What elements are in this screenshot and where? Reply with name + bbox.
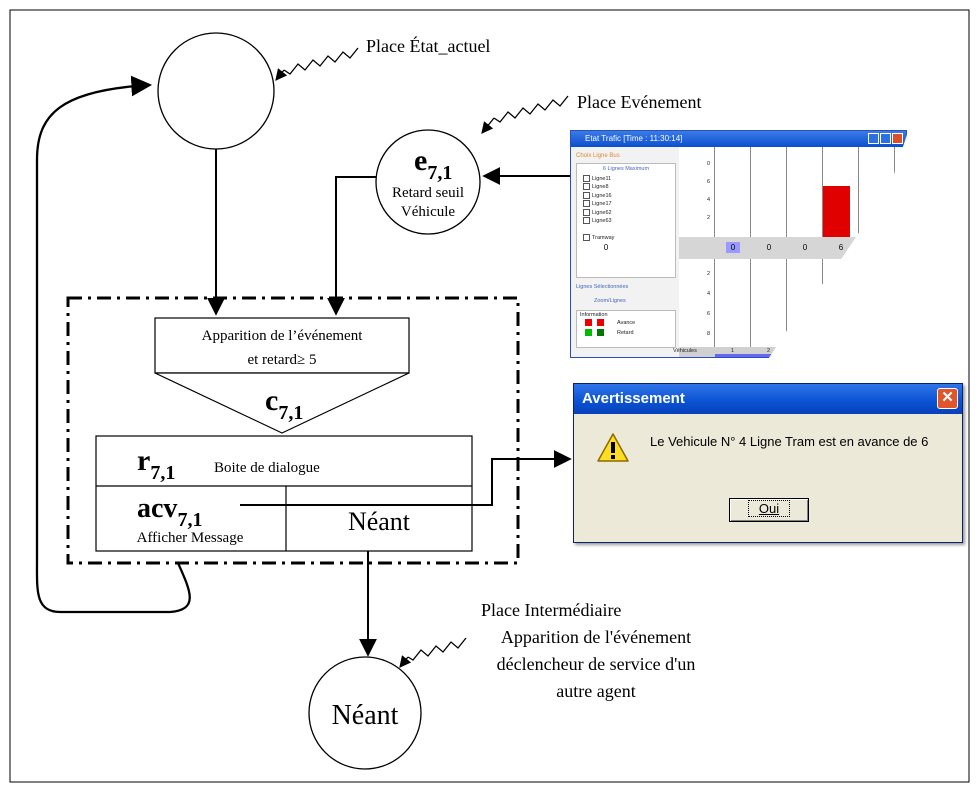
- warning-icon: [597, 433, 629, 462]
- event-place-symbol: e7,1: [414, 144, 452, 184]
- intermediate-place-node: [308, 656, 422, 770]
- intermediate-line3: autre agent: [556, 681, 635, 701]
- y-tick-down-3: 8: [707, 331, 711, 337]
- advance-bar: [823, 186, 850, 237]
- neant-cell-label: Néant: [348, 507, 411, 536]
- y-tick-up-0: 0: [707, 161, 711, 167]
- loop-arc: [35, 75, 191, 614]
- condition-triangle: [154, 372, 410, 434]
- rule-table: [95, 435, 473, 552]
- dialog-title: Avertissement: [582, 390, 685, 407]
- y-tick-up-1: 6: [707, 179, 711, 185]
- event-place-line2: Véhicule: [401, 204, 455, 220]
- y-tick-up-3: 2: [707, 215, 711, 221]
- row-value-2: 0: [766, 243, 772, 252]
- rule-label: Boite de dialogue: [214, 460, 320, 476]
- ok-button-label: Oui: [747, 500, 791, 517]
- condition-line2: et retard≥ 5: [247, 352, 316, 368]
- place-etat-label: Place État_actuel: [366, 35, 490, 56]
- zigzag-etat: [283, 47, 359, 75]
- traffic-title: Etat Trafic [Time : 11:30:14]: [585, 134, 683, 143]
- condition-symbol: c7,1: [265, 384, 303, 424]
- condition-line1: Apparition de l’événement: [202, 328, 364, 344]
- figure-frame: [9, 9, 970, 783]
- advance-label: Avance: [617, 320, 636, 326]
- row-value-4: 6: [838, 243, 844, 252]
- info-label: Information: [580, 312, 608, 318]
- action-symbol: acv7,1: [137, 493, 202, 531]
- x-axis-highlight: [715, 354, 785, 357]
- minimize-icon[interactable]: [868, 133, 879, 144]
- row-value-0: 0: [603, 243, 609, 252]
- arc-event-to-condition: [327, 176, 376, 316]
- intermediate-line2: déclencheur de service d'un: [497, 654, 696, 674]
- traffic-left-panel: Choix Ligne Bus 6 Lignes Maximum Ligne11…: [576, 153, 676, 348]
- max-label: 6 Lignes Maximum: [602, 166, 650, 172]
- rule-symbol: r7,1: [137, 444, 175, 484]
- zigzag-evenement: [493, 95, 569, 123]
- y-tick-down-2: 6: [707, 311, 711, 317]
- event-place-node: [375, 129, 481, 235]
- maximize-icon[interactable]: [880, 133, 891, 144]
- condition-box: [154, 317, 410, 374]
- zoom-button[interactable]: Zoom/Lignes: [594, 298, 626, 304]
- traffic-titlebar: Etat Trafic [Time : 11:30:14]: [571, 131, 906, 147]
- late-label: Retard: [617, 330, 634, 336]
- intermediate-title: Place Intermédiaire: [481, 600, 621, 620]
- arc-action-to-dialog: [240, 450, 572, 506]
- line-checkbox-4[interactable]: Ligne62: [577, 209, 675, 217]
- close-icon[interactable]: [892, 133, 903, 144]
- line-checkbox-0[interactable]: Ligne11: [577, 175, 675, 183]
- vehicles-label: Véhicules: [673, 348, 697, 354]
- dialog-titlebar: Avertissement ✕: [574, 384, 962, 414]
- line-checkbox-3[interactable]: Ligne17: [577, 200, 675, 208]
- x-tick-0: 1: [731, 348, 735, 354]
- ok-button[interactable]: Oui: [729, 498, 809, 522]
- place-evenement-label: Place Evénement: [577, 92, 701, 112]
- x-tick-1: 2: [767, 348, 771, 354]
- group-title: Choix Ligne Bus: [576, 153, 620, 159]
- intermediate-node-label: Néant: [332, 700, 399, 731]
- y-tick-down-0: 2: [707, 271, 711, 277]
- y-tick-down-1: 4: [707, 291, 711, 297]
- lines-group: 6 Lignes Maximum Ligne11 Ligne8 Ligne16 …: [576, 163, 676, 278]
- line-checkbox-5[interactable]: Ligne63: [577, 217, 675, 225]
- selected-lines-label: Lignes Sélectionnées: [576, 284, 629, 290]
- row-value-3: 0: [802, 243, 808, 252]
- row-value-1: 0: [726, 242, 740, 253]
- place-etat-actuel-node: [157, 32, 275, 150]
- warning-dialog: Avertissement ✕ Le Vehicule N° 4 Ligne T…: [573, 383, 963, 543]
- line-checkbox-2[interactable]: Ligne16: [577, 192, 675, 200]
- event-place-line1: Retard seuil: [392, 185, 464, 201]
- action-label: Afficher Message: [137, 530, 244, 546]
- dialog-close-icon[interactable]: ✕: [937, 388, 958, 409]
- y-tick-up-2: 4: [707, 197, 711, 203]
- window-buttons: [867, 133, 903, 150]
- zigzag-intermediate: [407, 637, 467, 661]
- line-checkbox-1[interactable]: Ligne8: [577, 183, 675, 191]
- intermediate-line1: Apparition de l'événement: [501, 627, 691, 647]
- tramway-checkbox[interactable]: Tramway: [577, 234, 675, 242]
- info-group: Information Avance Retard: [576, 310, 676, 348]
- transition-boundary: [66, 296, 520, 565]
- dialog-message: Le Vehicule N° 4 Ligne Tram est en avanc…: [650, 434, 929, 449]
